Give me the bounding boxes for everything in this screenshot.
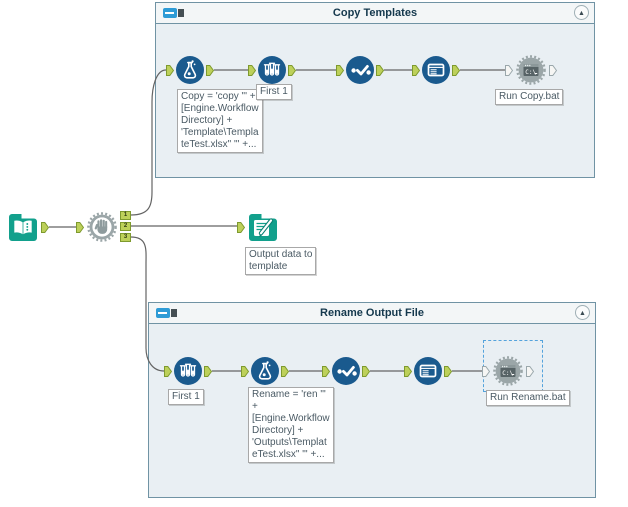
annotation-rename-formula[interactable]: Rename = 'ren "' + [Engine.Workflow Dire… — [248, 387, 334, 463]
annotation-copy-formula[interactable]: Copy = 'copy "' + [Engine.Workflow Direc… — [177, 89, 263, 153]
table-tool-copy[interactable] — [412, 55, 460, 85]
select-checkmark-icon — [345, 55, 375, 85]
output-anchor-2[interactable]: 2 — [120, 221, 131, 231]
input-data-tool[interactable] — [6, 210, 49, 244]
input-anchor[interactable] — [166, 64, 174, 76]
sample-test-tubes-icon — [257, 55, 287, 85]
input-anchor[interactable] — [322, 365, 330, 377]
input-anchor[interactable] — [164, 365, 172, 377]
input-anchor[interactable] — [248, 64, 256, 76]
formula-flask-icon — [250, 356, 280, 386]
output-anchor[interactable] — [362, 365, 370, 377]
run-command-tool-rename[interactable]: C:\ — [482, 354, 534, 388]
input-anchor[interactable] — [505, 64, 513, 76]
output-data-pencil-icon — [246, 210, 280, 244]
block-until-done-tool[interactable]: 1 2 3 — [76, 210, 131, 244]
output-anchor-3[interactable]: 3 — [120, 232, 131, 242]
container-title: Copy Templates — [332, 7, 418, 19]
input-data-book-icon — [6, 210, 40, 244]
output-anchor-1[interactable]: 1 — [120, 210, 131, 220]
annotation-run-rename[interactable]: Run Rename.bat — [486, 390, 570, 406]
annotation-copy-first1[interactable]: First 1 — [256, 84, 292, 100]
annotation-rename-first1[interactable]: First 1 — [168, 389, 204, 405]
container-icon — [163, 8, 185, 18]
output-anchor[interactable] — [526, 365, 534, 377]
run-command-gear-icon: C:\ — [514, 53, 548, 87]
collapse-button[interactable]: ▲ — [575, 305, 590, 320]
table-tool-rename[interactable] — [404, 356, 452, 386]
output-anchor[interactable] — [452, 64, 460, 76]
svg-text:C:\: C:\ — [502, 370, 513, 377]
table-window-icon — [421, 55, 451, 85]
block-until-done-hand-icon — [85, 210, 119, 244]
input-anchor[interactable] — [237, 221, 245, 233]
sample-tool-rename[interactable] — [164, 356, 212, 386]
select-checkmark-icon — [331, 356, 361, 386]
input-anchor[interactable] — [412, 64, 420, 76]
output-anchor[interactable] — [204, 365, 212, 377]
sample-tool-copy[interactable] — [248, 55, 296, 85]
annotation-run-copy[interactable]: Run Copy.bat — [495, 89, 564, 105]
select-tool-rename[interactable] — [322, 356, 370, 386]
output-anchor[interactable] — [41, 221, 49, 233]
run-command-gear-icon: C:\ — [491, 354, 525, 388]
output-anchor[interactable] — [206, 64, 214, 76]
table-window-icon — [413, 356, 443, 386]
input-anchor[interactable] — [241, 365, 249, 377]
formula-flask-icon — [175, 55, 205, 85]
run-command-tool-copy[interactable]: C:\ — [505, 53, 557, 87]
container-title: Rename Output File — [320, 307, 424, 319]
input-anchor[interactable] — [76, 221, 84, 233]
formula-tool-copy[interactable] — [166, 55, 214, 85]
input-anchor[interactable] — [404, 365, 412, 377]
container-header[interactable]: Rename Output File ▲ — [149, 303, 595, 324]
output-anchor[interactable] — [376, 64, 384, 76]
output-data-tool[interactable] — [237, 210, 280, 244]
output-anchor[interactable] — [444, 365, 452, 377]
annotation-output-template[interactable]: Output data to template — [245, 247, 317, 275]
svg-text:C:\: C:\ — [525, 69, 536, 76]
input-anchor[interactable] — [482, 365, 490, 377]
sample-test-tubes-icon — [173, 356, 203, 386]
input-anchor[interactable] — [336, 64, 344, 76]
container-header[interactable]: Copy Templates ▲ — [156, 3, 594, 24]
select-tool-copy[interactable] — [336, 55, 384, 85]
output-anchor[interactable] — [281, 365, 289, 377]
output-anchor[interactable] — [288, 64, 296, 76]
collapse-button[interactable]: ▲ — [574, 5, 589, 20]
output-anchor[interactable] — [549, 64, 557, 76]
formula-tool-rename[interactable] — [241, 356, 289, 386]
